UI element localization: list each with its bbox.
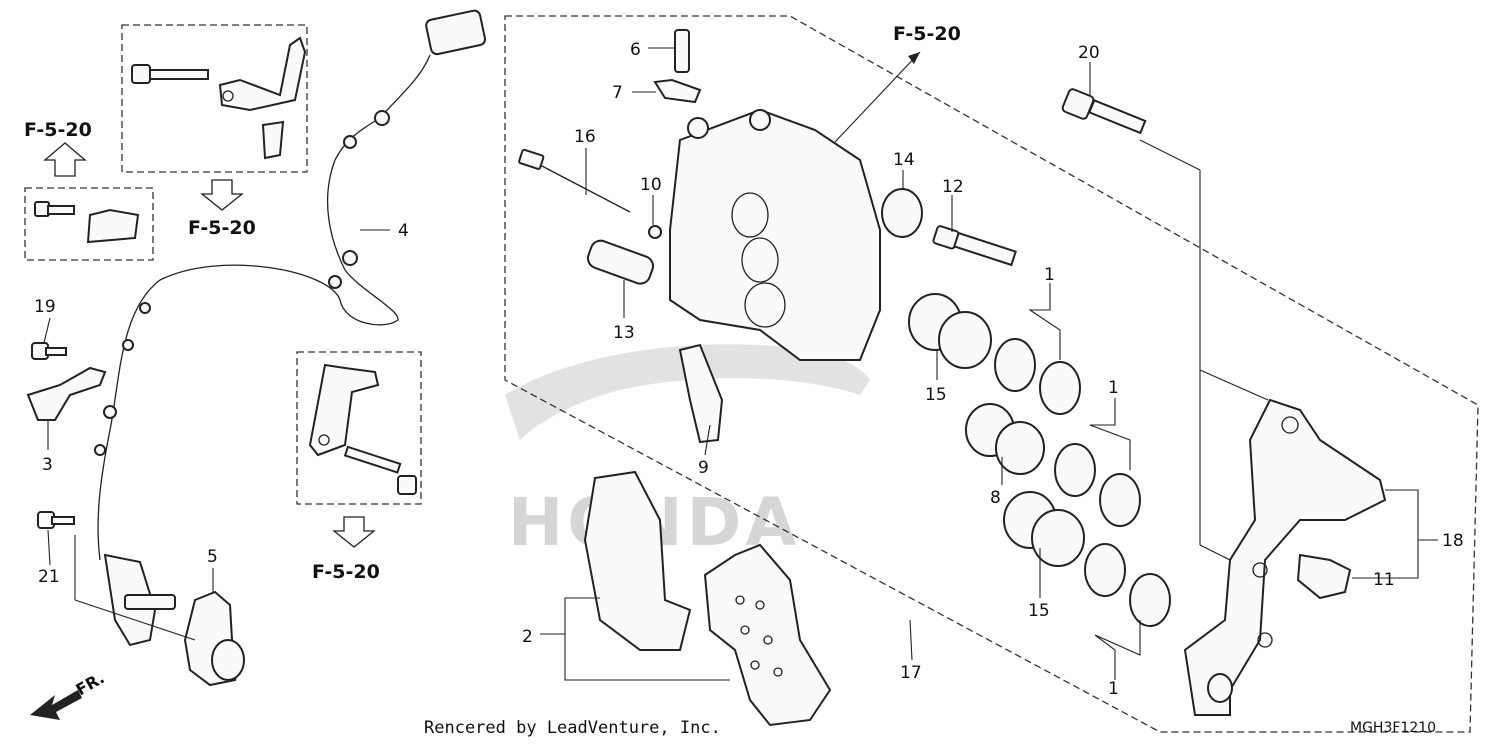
brake-pad-2-back [703, 543, 832, 727]
callout-19[interactable]: 19 [34, 297, 56, 317]
bracket-group-box [121, 24, 308, 173]
lower-bracket-group-box [296, 351, 422, 505]
front-arrow: FR. [30, 668, 108, 720]
bleeder-cap-7 [653, 78, 702, 104]
callout-1-top[interactable]: 1 [1044, 265, 1055, 285]
ref-label-left[interactable]: F-5-20 [24, 119, 92, 141]
pin-bolt-12 [932, 225, 1017, 267]
leader-lines [43, 47, 1438, 681]
piston-8 [965, 403, 1045, 475]
callout-10[interactable]: 10 [640, 175, 662, 195]
ref-arrow-down-2 [332, 516, 376, 548]
bolt-19 [31, 342, 67, 360]
callout-5[interactable]: 5 [207, 547, 218, 567]
callout-1-bottom[interactable]: 1 [1108, 679, 1119, 699]
callout-15-lower[interactable]: 15 [1028, 601, 1050, 621]
boot-13 [586, 239, 654, 285]
callout-11[interactable]: 11 [1373, 570, 1395, 590]
bolt-20 [1061, 88, 1147, 135]
callout-7[interactable]: 7 [612, 83, 623, 103]
ref-arrow-up [43, 142, 87, 177]
caliper-body [669, 108, 881, 361]
ref-label-top[interactable]: F-5-20 [188, 217, 256, 239]
caliper-assembly-box [504, 15, 1479, 733]
ref-arrow-down-1 [200, 179, 244, 211]
diagram-code: MGH3F1210 [1350, 720, 1436, 736]
clip-parts [34, 201, 140, 244]
bleeder-screw-6 [674, 29, 690, 73]
ref-arrow-caliper [834, 51, 921, 143]
callout-14[interactable]: 14 [893, 150, 915, 170]
spring-9 [678, 343, 724, 444]
piston-15-upper [908, 293, 992, 369]
sensor-mount [183, 590, 245, 687]
seals-1 [994, 338, 1171, 627]
callout-18[interactable]: 18 [1442, 531, 1464, 551]
bolt-21 [37, 511, 75, 529]
ref-label-caliper[interactable]: F-5-20 [893, 23, 961, 45]
callout-20[interactable]: 20 [1078, 43, 1100, 63]
callout-15-upper[interactable]: 15 [925, 385, 947, 405]
callout-13[interactable]: 13 [613, 323, 635, 343]
credit-text: Rencered by LeadVenture, Inc. [424, 718, 721, 738]
callout-9[interactable]: 9 [698, 458, 709, 478]
callout-16[interactable]: 16 [574, 127, 596, 147]
callout-6[interactable]: 6 [630, 40, 641, 60]
lower-bracket-parts [308, 363, 417, 495]
callout-1-middle[interactable]: 1 [1108, 378, 1119, 398]
ref-label-bottom[interactable]: F-5-20 [312, 561, 380, 583]
callout-17[interactable]: 17 [900, 663, 922, 683]
callout-2[interactable]: 2 [522, 627, 533, 647]
clip-10 [648, 225, 662, 239]
caliper-bracket-18 [1183, 398, 1387, 716]
bracket-bolt [131, 64, 209, 84]
sensor-bracket [218, 36, 307, 160]
callout-4[interactable]: 4 [398, 221, 409, 241]
speed-sensor-cable [94, 9, 487, 647]
callout-12[interactable]: 12 [942, 177, 964, 197]
clip-group-box [24, 187, 154, 261]
pin-16 [518, 148, 631, 213]
clip-11 [1296, 553, 1352, 600]
brake-pad-2-front [583, 470, 692, 651]
callout-3[interactable]: 3 [42, 455, 53, 475]
callout-8[interactable]: 8 [990, 488, 1001, 508]
bracket-3 [26, 366, 107, 421]
callout-21[interactable]: 21 [38, 567, 60, 587]
boot-14 [881, 188, 923, 238]
piston-15-lower [1003, 491, 1085, 567]
